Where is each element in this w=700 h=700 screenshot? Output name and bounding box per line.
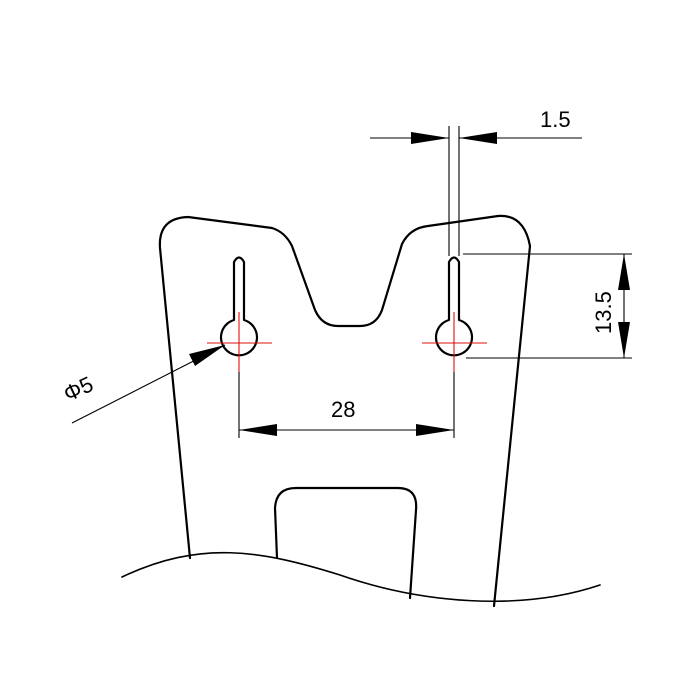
break-line [121, 551, 601, 603]
dimension-label-hole-diameter: Φ5 [60, 371, 98, 406]
dimension-label-slot-length: 13.5 [591, 291, 616, 334]
dimension-hole-diameter: Φ5 [60, 344, 226, 424]
left-keyhole-slot [219, 256, 259, 357]
left-hole-centerlines [207, 312, 272, 372]
dimension-hole-spacing: 28 [238, 372, 455, 438]
dimension-slot-length: 13.5 [463, 253, 632, 359]
part-outline [158, 214, 532, 608]
dimension-label-hole-spacing: 28 [331, 397, 355, 422]
right-keyhole-slot [434, 256, 474, 357]
dimension-label-slot-width: 1.5 [540, 107, 571, 132]
inner-opening [273, 486, 418, 600]
dimension-slot-width: 1.5 [370, 107, 582, 256]
right-hole-centerlines [422, 312, 487, 372]
